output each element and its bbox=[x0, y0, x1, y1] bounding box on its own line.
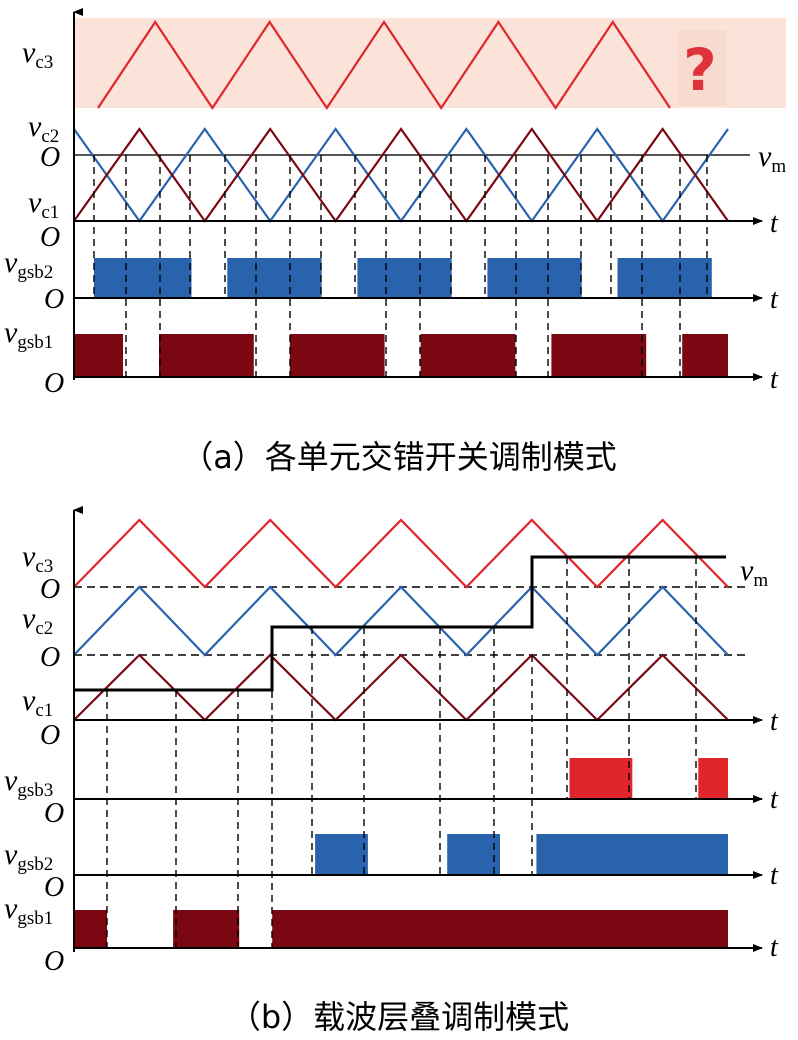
panel-b-label-vgsb2: vgsb2 bbox=[4, 838, 53, 875]
panel-a-label-origin-carrier: O bbox=[40, 142, 60, 173]
panel-a-vgsb1-pulse-2 bbox=[159, 334, 254, 377]
panel-a-label-vm: vm bbox=[758, 140, 786, 177]
panel-a-label-t3: t bbox=[770, 364, 779, 395]
panel-b-label-vc2: vc2 bbox=[22, 602, 53, 639]
panel-b-label-origin-g2: O bbox=[44, 872, 64, 903]
panel-b-vm-staircase bbox=[74, 555, 726, 692]
panel-a-label-vgsb2: vgsb2 bbox=[4, 246, 53, 283]
panel-a-vc3-carrier bbox=[97, 20, 671, 110]
panel-b-label-vc3: vc3 bbox=[22, 540, 53, 577]
panel-b-vc1-carrier bbox=[73, 653, 729, 722]
panel-b-label-origin-g1: O bbox=[44, 946, 64, 977]
panel-a-label-vgsb1: vgsb1 bbox=[4, 316, 53, 353]
panel-a-label-t1: t bbox=[770, 208, 779, 239]
panel-a-caption: （a）各单元交错开关调制模式 bbox=[181, 438, 617, 476]
panel-b-label-vm: vm bbox=[740, 554, 768, 591]
panel-b-label-t1: t bbox=[770, 706, 779, 737]
panel-b-label-vgsb1: vgsb1 bbox=[4, 892, 53, 929]
panel-a-vgsb1-pulse-4 bbox=[420, 334, 516, 377]
panel-a-vgsb2-pulse-4 bbox=[487, 258, 582, 298]
panel-a-vgsb2-pulse-3 bbox=[357, 258, 452, 298]
panel-b-vgsb1-pulse-2 bbox=[173, 910, 240, 948]
question-mark-text: ? bbox=[683, 36, 717, 104]
panel-b-label-origin-g3: O bbox=[44, 798, 64, 829]
panel-b-label-vc1: vc1 bbox=[22, 684, 53, 721]
panel-b-vc3-carrier bbox=[73, 518, 729, 589]
panel-a: ? vc3 vc2 O vc1 O vm t vgsb2 O t vgsb1 O… bbox=[4, 8, 786, 476]
panel-a-label-vc3: vc3 bbox=[22, 36, 53, 73]
panel-b-vgsb3-pulse-1 bbox=[569, 758, 633, 799]
panel-a-vgsb2-pulse-5 bbox=[617, 258, 712, 298]
panel-a-vgsb1-pulse-6 bbox=[682, 334, 728, 377]
panel-b-vgsb1-pulse-1 bbox=[74, 910, 107, 948]
panel-a-label-vc2: vc2 bbox=[28, 110, 59, 147]
panel-a-vgsb2-pulse-2 bbox=[227, 258, 322, 298]
panel-b-label-t2: t bbox=[770, 784, 779, 815]
question-mark-icon: ? bbox=[678, 30, 726, 106]
panel-a-label-vc1: vc1 bbox=[28, 186, 59, 223]
panel-a-label-origin-vgsb2: O bbox=[40, 222, 60, 253]
panel-b-label-origin-c2: O bbox=[40, 642, 60, 673]
panel-a-vgsb1-pulse-3 bbox=[289, 334, 385, 377]
panel-b-waveforms bbox=[73, 518, 750, 948]
panel-a-label-origin-vgsb1-axis: O bbox=[44, 368, 64, 399]
panel-a-label-t2: t bbox=[770, 284, 779, 315]
panel-b-label-origin-c3: O bbox=[40, 574, 60, 605]
panel-b-caption: （b）载波层叠调制模式 bbox=[229, 998, 569, 1036]
panel-a-vgsb2-pulse-1 bbox=[94, 258, 192, 298]
panel-b-vgsb3-pulse-2 bbox=[698, 758, 728, 799]
panel-b-vgsb2-pulse-2 bbox=[447, 834, 500, 875]
panel-a-label-origin-vgsb2-axis: O bbox=[44, 284, 64, 315]
panel-a-vc1-carrier bbox=[73, 127, 729, 223]
panel-a-waveforms bbox=[73, 20, 750, 377]
panel-b-label-vgsb3: vgsb3 bbox=[4, 764, 53, 801]
panel-b-label-t3: t bbox=[770, 860, 779, 891]
panel-b-vgsb2-pulse-1 bbox=[315, 834, 368, 875]
panel-b-label-origin-c1: O bbox=[40, 720, 60, 751]
panel-b-vgsb2-pulse-3 bbox=[536, 834, 728, 875]
panel-b-label-t4: t bbox=[770, 932, 779, 963]
panel-a-vgsb1-pulse-1 bbox=[74, 334, 123, 377]
panel-b: vc3 O vc2 O vc1 O vm t vgsb3 O t vgsb2 O… bbox=[4, 506, 779, 1036]
panel-b-vc2-carrier bbox=[73, 585, 729, 657]
panel-b-vgsb1-pulse-3 bbox=[272, 910, 728, 948]
panel-a-vgsb1-pulse-5 bbox=[551, 334, 647, 377]
